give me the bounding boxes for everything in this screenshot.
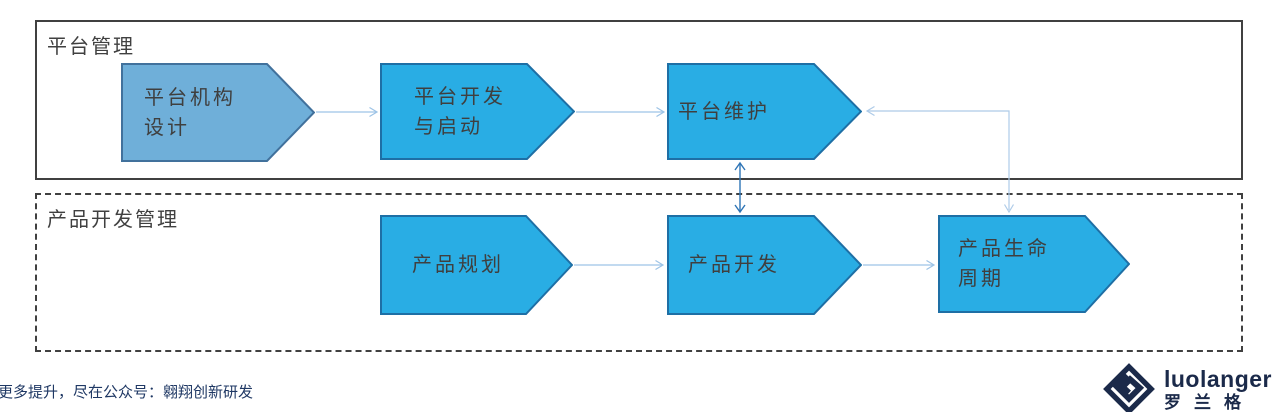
shape-platform-dev-launch: 平台开发 与启动 (380, 63, 575, 160)
shape-product-development: 产品开发 (667, 215, 862, 315)
logo-text-block: luolanger 罗兰格 (1163, 365, 1272, 412)
shape-label: 平台维护 (678, 100, 770, 123)
product-section-title: 产品开发管理 (47, 209, 179, 231)
platform-management-section (35, 20, 1243, 180)
pentagon-arrow-shape (938, 215, 1130, 313)
shape-label: 产品开发 (688, 254, 780, 276)
product-dev-management-section (35, 193, 1243, 352)
shape-label: 产品规划 (412, 254, 504, 276)
pentagon-arrow-shape (380, 215, 573, 315)
luolanger-logo: luolanger 罗兰格 (1102, 362, 1272, 412)
shape-platform-org-design: 平台机构 设计 (121, 63, 315, 162)
shape-platform-maintenance: 平台维护 (667, 63, 862, 160)
shape-product-lifecycle: 产品生命 周期 (938, 215, 1130, 313)
pentagon-arrow-shape (667, 215, 862, 315)
pentagon-arrow-shape (380, 63, 575, 160)
logo-name-cn: 罗兰格 (1163, 392, 1254, 412)
shape-product-planning: 产品规划 (380, 215, 573, 315)
shape-label: 平台开发 与启动 (414, 85, 506, 138)
shape-label: 平台机构 设计 (144, 86, 236, 139)
platform-section-title: 平台管理 (47, 36, 135, 58)
pentagon-arrow-shape (121, 63, 315, 162)
shape-label: 产品生命 周期 (958, 238, 1050, 290)
footer-promo-text: 更多提升，尽在公众号：翱翔创新研发 (0, 384, 254, 401)
logo-name-en: luolanger (1163, 365, 1272, 392)
luolanger-diamond-icon (1103, 363, 1155, 412)
pentagon-arrow-shape (667, 63, 862, 160)
